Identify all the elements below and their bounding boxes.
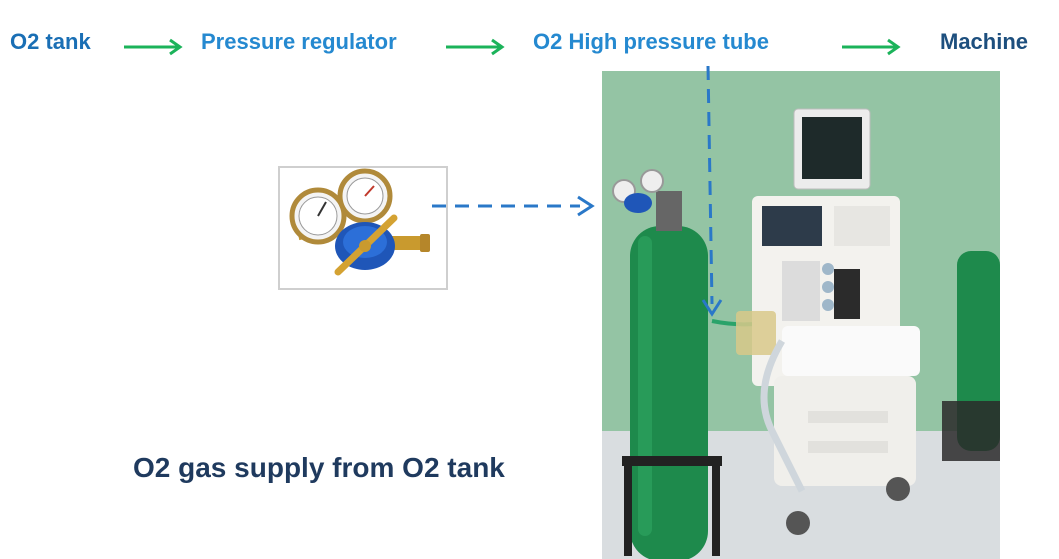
- arrow-right-icon: [446, 38, 505, 56]
- step-machine: Machine: [940, 29, 1029, 54]
- anesthesia-machine-photo: [602, 71, 1000, 559]
- step-o2-tank: O2 tank: [10, 29, 91, 54]
- arrow-head-icon: [577, 195, 595, 217]
- arrow-right-icon: [842, 38, 901, 56]
- pressure-regulator-photo: [278, 166, 448, 290]
- step-high-pressure-tube: O2 High pressure tube: [533, 29, 769, 54]
- arrow-right-icon: [124, 38, 183, 56]
- step-pressure-regulator: Pressure regulator: [201, 29, 397, 54]
- diagram-caption: O2 gas supply from O2 tank: [133, 452, 505, 483]
